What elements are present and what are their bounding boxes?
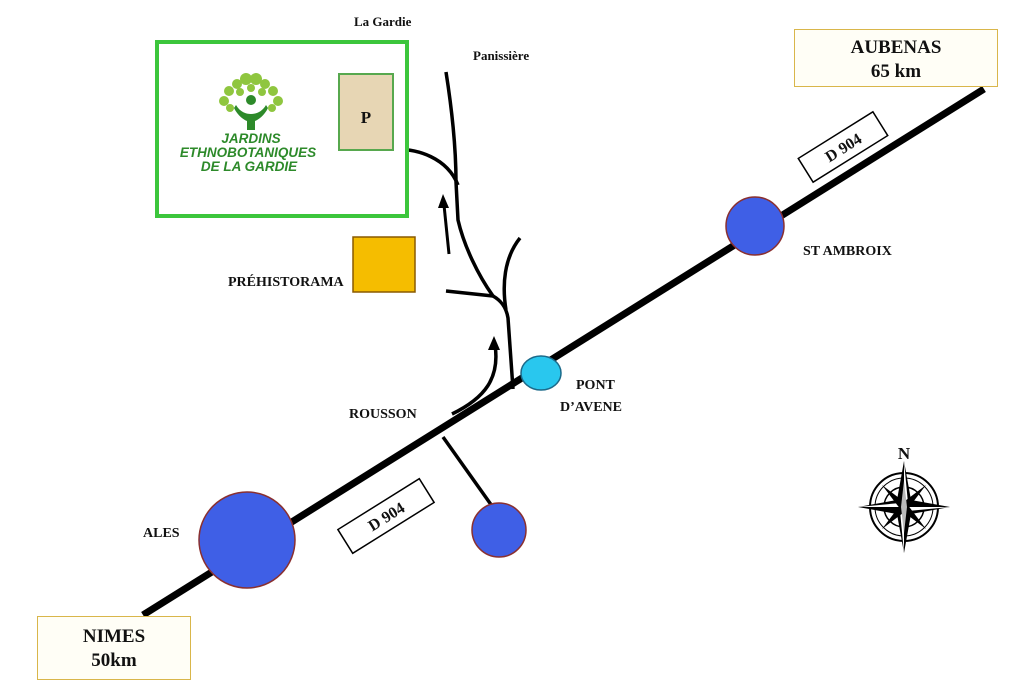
road-sign-lower: D 904 [336,477,436,555]
panissiere-label: Panissière [473,48,529,63]
parking-label: P [361,108,371,127]
aubenas-name: AUBENAS [850,37,942,58]
road-sign-upper: D 904 [797,110,889,184]
road-to-prehistorama [445,289,494,298]
nimes-distance-box: NIMES 50km [37,616,191,680]
arrow-rousson [488,336,500,350]
aubenas-distance: 65 km [870,61,922,82]
nimes-distance: 50km [91,650,137,671]
aubenas-distance-box: AUBENAS 65 km [794,29,998,87]
compass-north-letter: N [898,444,911,463]
pont-davene-label-line2: D’AVENE [560,400,622,415]
rousson-label: ROUSSON [349,407,417,422]
jardins-title-line1: JARDINS [221,131,280,146]
branch-road-south [441,435,494,508]
la-gardie-label: La Gardie [354,14,412,29]
jardins-logo: JARDINS ETHNOBOTANIQUES DE LA GARDIE [180,73,316,174]
unnamed-town-marker [471,502,527,558]
ales-town-marker [198,491,296,589]
rousson-road [451,344,498,416]
arrow-jardins [438,194,449,208]
st-ambroix-label: ST AMBROIX [803,244,892,259]
st-ambroix-town-marker [725,196,785,256]
road-pont-north [492,294,515,390]
prehistorama-marker [352,236,416,293]
pont-davene-marker [520,355,562,391]
nimes-name: NIMES [82,626,146,647]
jardins-title-line2: ETHNOBOTANIQUES [180,145,316,160]
road-upper-left [444,71,495,298]
pont-davene-label-line1: PONT [576,378,616,393]
jardins-title-line3: DE LA GARDIE [201,159,298,174]
road-right-fork [502,236,522,311]
parking-area [338,73,394,151]
arrow-jardins-shaft [442,204,451,255]
prehistorama-label: PRÉHISTORAMA [228,273,345,290]
ales-label: ALES [143,526,180,541]
compass-rose: N [858,444,950,553]
